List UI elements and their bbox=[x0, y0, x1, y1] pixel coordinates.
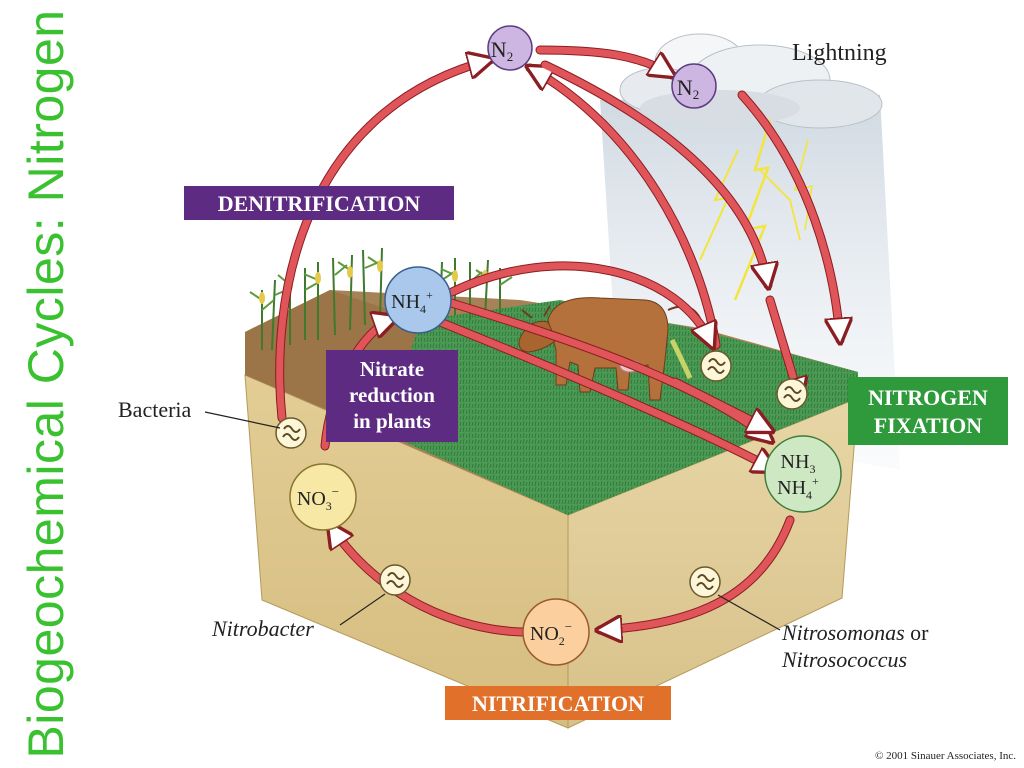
label-nitrobacter: Nitrobacter bbox=[211, 616, 314, 641]
bacteria-icon bbox=[275, 417, 307, 449]
svg-text:NH3: NH3 bbox=[781, 451, 816, 476]
bacteria-markers bbox=[275, 350, 808, 598]
svg-text:NH4+: NH4+ bbox=[391, 288, 433, 316]
svg-text:Nitrate: Nitrate bbox=[360, 357, 424, 381]
bacteria-icon bbox=[776, 378, 808, 410]
lightning-bolt-icon bbox=[733, 119, 772, 301]
svg-text:NO3−: NO3− bbox=[297, 484, 339, 513]
label-nitrosomonas-or: Nitrosomonas or bbox=[781, 620, 929, 645]
label-nitrosococcus: Nitrosococcus bbox=[781, 647, 907, 672]
svg-text:NO2−: NO2− bbox=[530, 619, 572, 648]
bacteria-icon bbox=[379, 564, 411, 596]
molecule-n2-top: N2 bbox=[487, 25, 533, 71]
svg-text:FIXATION: FIXATION bbox=[874, 413, 982, 438]
label-denitrification: DENITRIFICATION bbox=[184, 186, 454, 220]
svg-text:NH4+: NH4+ bbox=[777, 474, 819, 502]
molecule-nh3-nh4-soil: NH3 NH4+ bbox=[764, 435, 842, 513]
svg-text:reduction: reduction bbox=[349, 383, 435, 407]
svg-text:NITROGEN: NITROGEN bbox=[868, 385, 988, 410]
label-nitrate-reduction: Nitrate reduction in plants bbox=[326, 350, 458, 442]
svg-text:DENITRIFICATION: DENITRIFICATION bbox=[218, 191, 421, 216]
copyright-notice: © 2001 Sinauer Associates, Inc. bbox=[875, 750, 1016, 762]
svg-text:NITRIFICATION: NITRIFICATION bbox=[472, 691, 644, 716]
urine-stream bbox=[669, 338, 693, 380]
molecule-no3: NO3− bbox=[289, 463, 357, 531]
bacteria-icon bbox=[700, 350, 732, 382]
molecule-nh4-plant: NH4+ bbox=[384, 266, 452, 334]
bacteria-icon bbox=[689, 566, 721, 598]
label-bacteria: Bacteria bbox=[118, 397, 192, 422]
leader-lines bbox=[204, 411, 781, 631]
svg-text:N2: N2 bbox=[677, 75, 699, 102]
label-lightning: Lightning bbox=[792, 40, 887, 66]
svg-text:in plants: in plants bbox=[353, 409, 431, 433]
label-nitrogen-fixation: NITROGEN FIXATION bbox=[848, 377, 1008, 445]
label-nitrification: NITRIFICATION bbox=[445, 686, 671, 720]
molecule-no2: NO2− bbox=[522, 598, 590, 666]
svg-text:N2: N2 bbox=[491, 37, 513, 64]
molecule-n2-cloud: N2 bbox=[671, 63, 717, 109]
